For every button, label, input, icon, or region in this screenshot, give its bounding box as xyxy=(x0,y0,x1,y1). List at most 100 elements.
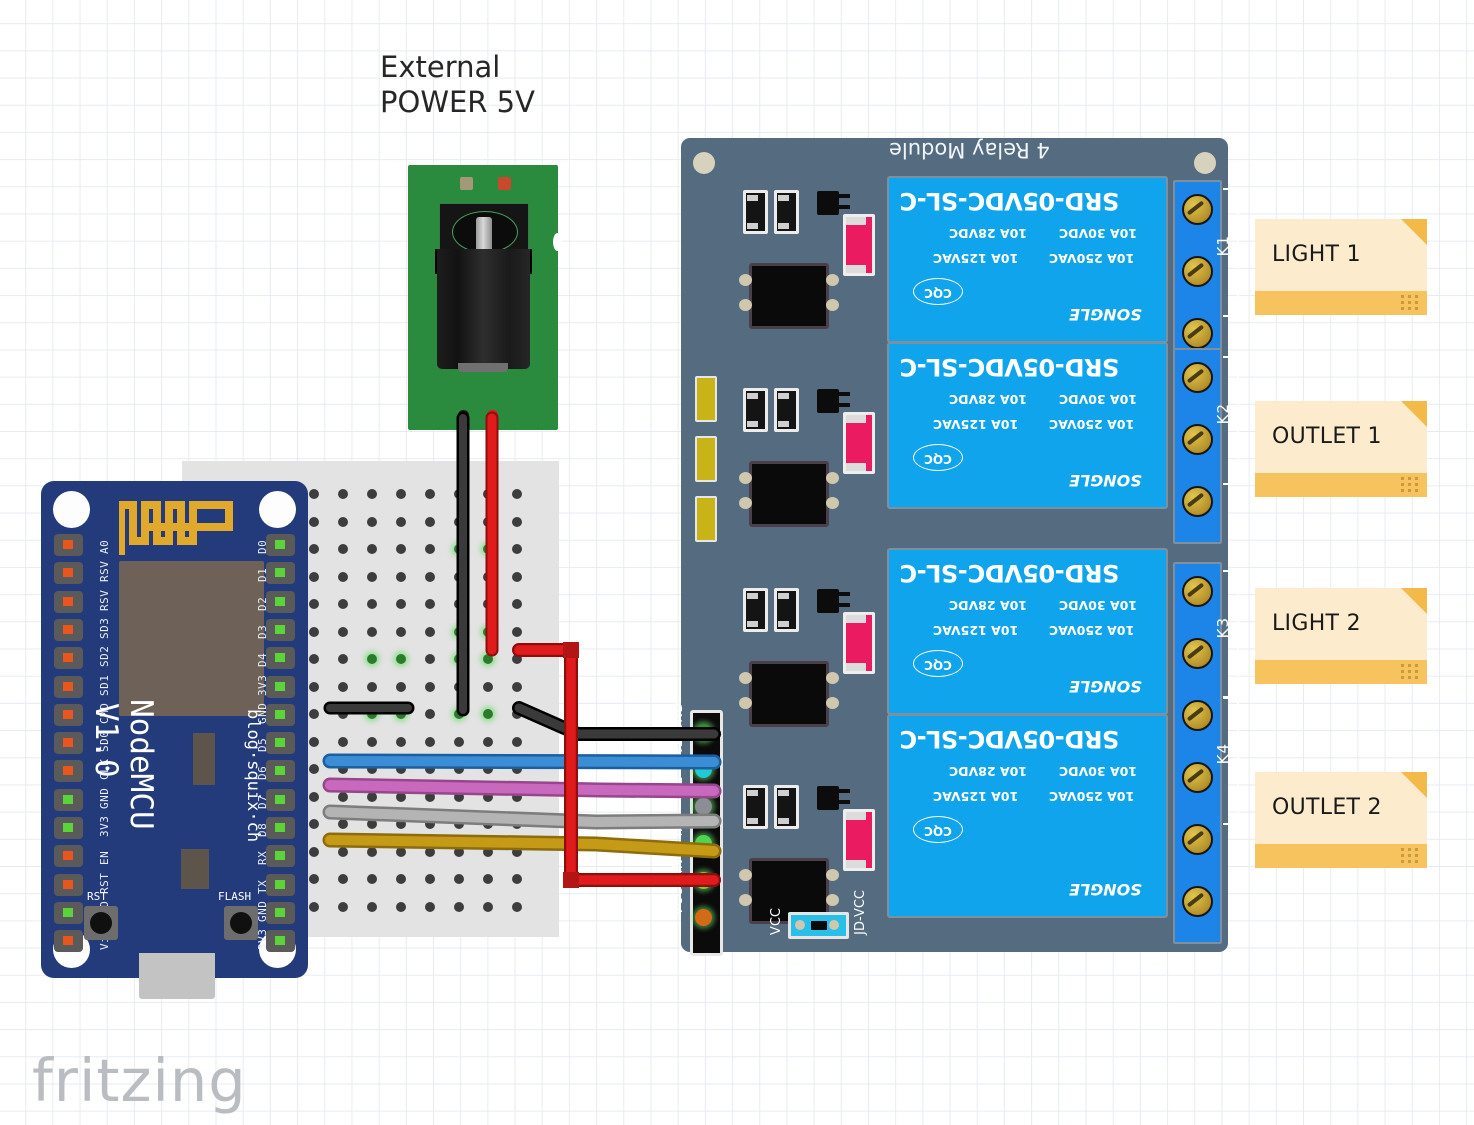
nodemcu-pin-d6-right[interactable] xyxy=(266,760,295,783)
breadboard-hole[interactable] xyxy=(483,791,493,802)
nodemcu-pin-d3-right[interactable] xyxy=(266,618,295,641)
nodemcu-pin-gnd-right[interactable] xyxy=(266,901,295,924)
breadboard-hole[interactable] xyxy=(512,681,522,692)
breadboard-hole[interactable] xyxy=(396,764,406,774)
breadboard-hole[interactable] xyxy=(309,681,319,692)
breadboard-hole[interactable] xyxy=(309,764,319,774)
reset-button[interactable] xyxy=(84,906,118,940)
screw-terminal[interactable] xyxy=(1182,638,1213,669)
nodemcu-pin-sd0-left[interactable] xyxy=(54,732,83,755)
terminal-block-k2[interactable] xyxy=(1173,348,1222,544)
nodemcu-pin-3v3-right[interactable] xyxy=(266,930,295,953)
nodemcu-pin-en-left[interactable] xyxy=(54,845,83,868)
nodemcu-pin-sd1-left[interactable] xyxy=(54,675,83,698)
breadboard-hole[interactable] xyxy=(309,599,319,609)
breadboard-hole[interactable] xyxy=(396,819,406,829)
breadboard-hole[interactable] xyxy=(309,819,319,829)
screw-terminal[interactable] xyxy=(1182,886,1213,917)
screw-terminal[interactable] xyxy=(1182,486,1213,517)
nodemcu-pin-d2-right[interactable] xyxy=(266,590,295,613)
nodemcu-pin-gnd-left[interactable] xyxy=(54,788,83,811)
breadboard-hole[interactable] xyxy=(425,764,435,774)
breadboard-hole[interactable] xyxy=(425,709,435,719)
breadboard-hole[interactable] xyxy=(425,874,435,884)
breadboard-hole[interactable] xyxy=(338,516,348,527)
breadboard-hole[interactable] xyxy=(512,736,522,747)
breadboard-hole[interactable] xyxy=(367,489,377,499)
nodemcu-pin-d5-right[interactable] xyxy=(266,732,295,755)
note-light-1[interactable]: LIGHT 1 xyxy=(1255,219,1427,315)
breadboard-hole[interactable] xyxy=(367,681,377,692)
nodemcu-pin-rsv-left[interactable] xyxy=(54,590,83,613)
breadboard-hole[interactable] xyxy=(396,736,406,747)
breadboard-hole[interactable] xyxy=(454,516,464,527)
breadboard-hole[interactable] xyxy=(367,709,377,719)
breadboard-hole[interactable] xyxy=(338,901,348,912)
screw-terminal[interactable] xyxy=(1182,576,1213,607)
breadboard-hole[interactable] xyxy=(367,654,377,664)
breadboard-hole[interactable] xyxy=(396,654,406,664)
breadboard-hole[interactable] xyxy=(512,791,522,802)
breadboard-hole[interactable] xyxy=(454,571,464,582)
breadboard-hole[interactable] xyxy=(367,791,377,802)
screw-terminal[interactable] xyxy=(1182,318,1213,349)
breadboard-hole[interactable] xyxy=(338,544,348,554)
nodemcu-pin-3v3-left[interactable] xyxy=(54,817,83,839)
screw-terminal[interactable] xyxy=(1182,256,1213,287)
breadboard-hole[interactable] xyxy=(483,846,493,857)
breadboard-hole[interactable] xyxy=(512,489,522,499)
screw-terminal[interactable] xyxy=(1182,194,1213,225)
breadboard-hole[interactable] xyxy=(512,846,522,857)
breadboard-hole[interactable] xyxy=(483,626,493,637)
breadboard-hole[interactable] xyxy=(338,846,348,857)
breadboard-hole[interactable] xyxy=(396,544,406,554)
breadboard-hole[interactable] xyxy=(454,901,464,912)
breadboard-hole[interactable] xyxy=(425,736,435,747)
nodemcu-pin-a0-left[interactable] xyxy=(54,534,83,556)
note-outlet-2[interactable]: OUTLET 2 xyxy=(1255,772,1427,868)
nodemcu-pin-sd3-left[interactable] xyxy=(54,618,83,641)
breadboard-hole[interactable] xyxy=(483,901,493,912)
breadboard-hole[interactable] xyxy=(425,901,435,912)
breadboard-hole[interactable] xyxy=(367,736,377,747)
breadboard-hole[interactable] xyxy=(454,489,464,499)
breadboard-hole[interactable] xyxy=(425,626,435,637)
terminal-block-k3k4[interactable] xyxy=(1173,562,1222,944)
breadboard-hole[interactable] xyxy=(512,764,522,774)
note-resize-grip[interactable] xyxy=(1401,295,1421,311)
breadboard-hole[interactable] xyxy=(512,626,522,637)
nodemcu-pin-3v3-right[interactable] xyxy=(266,675,295,698)
breadboard-hole[interactable] xyxy=(367,571,377,582)
dc-power-jack[interactable] xyxy=(408,165,562,430)
breadboard-hole[interactable] xyxy=(309,709,319,719)
breadboard-hole[interactable] xyxy=(454,819,464,829)
breadboard-hole[interactable] xyxy=(425,516,435,527)
breadboard-hole[interactable] xyxy=(396,489,406,499)
breadboard-hole[interactable] xyxy=(396,516,406,527)
jd-vcc-jumper[interactable] xyxy=(788,912,849,939)
nodemcu-pin-d7-right[interactable] xyxy=(266,788,295,811)
breadboard-hole[interactable] xyxy=(454,599,464,609)
breadboard-hole[interactable] xyxy=(454,764,464,774)
note-light-2[interactable]: LIGHT 2 xyxy=(1255,588,1427,684)
breadboard-hole[interactable] xyxy=(454,736,464,747)
breadboard-hole[interactable] xyxy=(512,544,522,554)
nodemcu-pin-rsv-left[interactable] xyxy=(54,562,83,585)
relay-header-pin-in4[interactable] xyxy=(695,872,712,889)
breadboard-hole[interactable] xyxy=(338,874,348,884)
nodemcu-pin-d4-right[interactable] xyxy=(266,647,295,670)
breadboard-hole[interactable] xyxy=(338,709,348,719)
note-outlet-1[interactable]: OUTLET 1 xyxy=(1255,401,1427,497)
breadboard-hole[interactable] xyxy=(512,819,522,829)
breadboard-hole[interactable] xyxy=(309,626,319,637)
relay-header-pin-vcc[interactable] xyxy=(695,909,712,926)
terminal-block-k1[interactable] xyxy=(1173,180,1222,376)
breadboard-hole[interactable] xyxy=(338,654,348,664)
breadboard-hole[interactable] xyxy=(338,791,348,802)
breadboard-hole[interactable] xyxy=(309,846,319,857)
breadboard-hole[interactable] xyxy=(338,681,348,692)
breadboard-hole[interactable] xyxy=(367,626,377,637)
breadboard-hole[interactable] xyxy=(425,544,435,554)
